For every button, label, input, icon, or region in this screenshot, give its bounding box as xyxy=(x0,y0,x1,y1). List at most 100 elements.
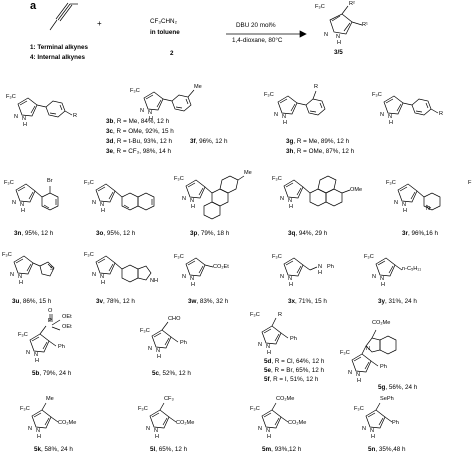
caption-5d: 5d, R = Cl, 64%, 12 h xyxy=(264,358,325,365)
atom-n-5m: N xyxy=(258,426,263,432)
atom-n-3o: N xyxy=(92,200,97,206)
atom-h-3f: H xyxy=(149,116,154,122)
atom-f3c-3b: F₃C xyxy=(6,94,16,100)
atom-n-5k: N xyxy=(28,426,33,432)
atom-h-5c: H xyxy=(157,354,162,360)
atom-h-3b: H xyxy=(23,122,28,128)
atom-nh-cut: N xyxy=(388,114,393,120)
start-label-terminal: 1: Terminal alkynes xyxy=(30,44,88,51)
atom-me-3p: Me xyxy=(244,170,252,176)
reagent-solvent: in toluene xyxy=(150,29,180,36)
product-cf3: F₃C xyxy=(315,4,325,10)
structure-5l xyxy=(149,402,177,429)
structure-3g xyxy=(277,90,326,116)
atom-cf3-5l: CF₃ xyxy=(164,396,174,402)
atom-f3c-5g: F₃C xyxy=(340,350,350,356)
panel-letter: a xyxy=(30,0,37,12)
atom-h-3u: H xyxy=(19,280,24,286)
caption-3u: 3u, 86%, 15 h xyxy=(12,298,52,305)
atom-c5h11-3y: n-C₅H₁₁ xyxy=(402,266,422,272)
atom-n-5n: N xyxy=(362,426,367,432)
reagent-number: 2 xyxy=(170,50,174,57)
atom-nh-5m: N xyxy=(266,428,271,434)
atom-f3c-3x: F₃C xyxy=(272,254,282,260)
atom-nh-5k: N xyxy=(36,428,41,434)
atom-n-3q: N xyxy=(280,196,285,202)
caption-3g: 3g, R = Me, 89%, 12 h xyxy=(286,138,350,145)
atom-n-5b: N xyxy=(26,350,31,356)
structure-3y xyxy=(375,257,403,277)
structure-3-cut xyxy=(383,95,439,116)
product-number: 3/5 xyxy=(334,49,343,56)
atom-h-5g: H xyxy=(357,378,362,384)
atom-f3c-3q: F₃C xyxy=(272,176,282,182)
atom-n-3w: N xyxy=(182,274,187,280)
atom-f3c-cut: F₃C xyxy=(372,92,382,98)
atom-nph-h-3x: H xyxy=(318,270,323,276)
structure-3n xyxy=(15,183,59,211)
atom-f3c-5k: F₃C xyxy=(20,406,30,412)
atom-f3c-3f: F₃C xyxy=(130,88,140,94)
atom-f-cut: F xyxy=(468,180,472,186)
product-n: N xyxy=(324,32,329,38)
atom-nh-3u: N xyxy=(18,274,23,280)
caption-3q: 3q, 94%, 29 h xyxy=(288,230,328,237)
atom-h-3o: H xyxy=(101,208,106,214)
atom-n-cut: N xyxy=(380,112,385,118)
atom-n-3g: N xyxy=(274,112,279,118)
atom-f3c-3n: F₃C xyxy=(4,180,14,186)
atom-nh-3w: N xyxy=(190,276,195,282)
product-r2: R² xyxy=(349,1,355,7)
atom-n-5l: N xyxy=(146,426,151,432)
atom-r-3g: R xyxy=(314,84,319,90)
atom-pyridine-n: N xyxy=(426,206,431,212)
atom-n-3n: N xyxy=(12,200,17,206)
atom-f3c-3p: F₃C xyxy=(174,176,184,182)
atom-seph-5n: SePh xyxy=(380,396,394,402)
atom-f3c-3w: F₃C xyxy=(174,254,184,260)
atom-n-3p: N xyxy=(182,196,187,202)
atom-f3c-3y: F₃C xyxy=(364,254,374,260)
atom-n-3r: N xyxy=(394,200,399,206)
caption-5g: 5g, 56%, 24 h xyxy=(378,384,418,391)
atom-p-5b: P xyxy=(48,318,52,324)
structure-5g xyxy=(351,329,397,373)
atom-nh-5n: N xyxy=(370,428,375,434)
conditions-solvent-temp: 1,4-dioxane, 80°C xyxy=(232,37,283,44)
structure-5d xyxy=(261,317,289,345)
atom-h-3w: H xyxy=(191,282,196,288)
atom-f3c-5d: F₃C xyxy=(250,312,260,318)
atom-cho-5c: CHO xyxy=(168,316,181,322)
caption-5n: 5n, 35%,48 h xyxy=(368,446,406,453)
atom-h-5m: H xyxy=(267,434,272,440)
atom-ph-3x: Ph xyxy=(327,264,334,270)
atom-f3c-3g: F₃C xyxy=(264,92,274,98)
atom-nh-3f: N xyxy=(148,110,153,116)
structure-3o xyxy=(95,183,155,211)
structure-3p xyxy=(185,175,245,220)
structure-3b xyxy=(17,97,73,118)
atom-h-3r: H xyxy=(403,208,408,214)
atom-nh-3b: N xyxy=(22,116,27,122)
atom-nh-3o: N xyxy=(100,202,105,208)
start-label-internal: 4: Internal alkynes xyxy=(30,54,85,61)
caption-5l: 5l, 65%, 12 h xyxy=(150,446,188,453)
product-r1: R¹ xyxy=(362,22,368,28)
atom-oet2-5b: OEt xyxy=(62,324,72,330)
atom-co2me-top-5m: CO₂Me xyxy=(276,396,295,402)
caption-5c: 5c, 52%, 12 h xyxy=(152,370,191,377)
caption-3w: 3w, 83%, 32 h xyxy=(188,298,229,305)
conditions-catalyst: DBU 20 mol% xyxy=(236,22,276,29)
atom-n-indole-5g: N xyxy=(366,346,371,352)
caption-3x: 3x, 71%, 15 h xyxy=(288,298,327,305)
caption-3y: 3y, 31%, 24 h xyxy=(378,298,417,305)
caption-3c: 3c, R = OMe, 92%, 15 h xyxy=(106,128,174,135)
atom-n-3f: N xyxy=(140,108,145,114)
atom-o-5b: O xyxy=(48,308,53,314)
structure-3u xyxy=(13,255,55,277)
atom-nh-3q: N xyxy=(288,198,293,204)
atom-h-3q: H xyxy=(289,204,294,210)
atom-n-5g: N xyxy=(348,370,353,376)
atom-n-5d: N xyxy=(258,342,263,348)
